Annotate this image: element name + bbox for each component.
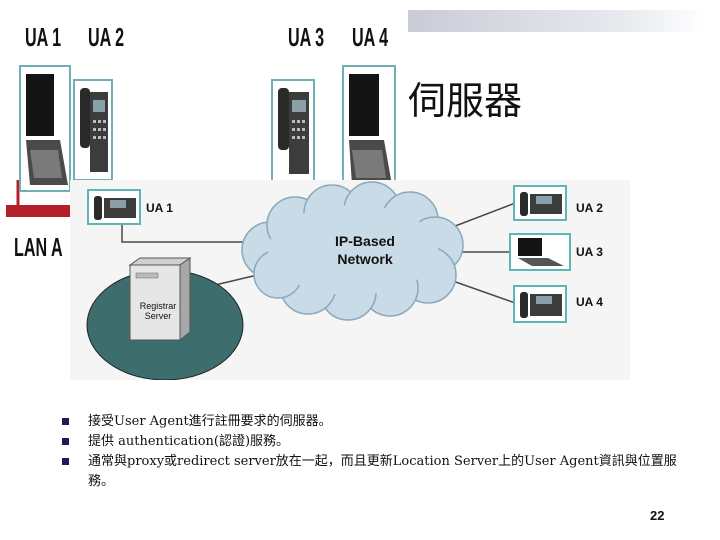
network-cloud — [241, 181, 464, 321]
ip-phone-icon — [513, 185, 567, 221]
lan-figure-graphic — [6, 65, 396, 217]
slide-title: 伺服器 — [408, 79, 523, 123]
server-label: Registrar Server — [139, 301, 177, 321]
ip-phone-icon — [271, 79, 315, 183]
device-label: UA 1 — [25, 22, 62, 52]
network-diagram-graphic — [70, 180, 630, 381]
endpoint-label: UA 2 — [576, 201, 603, 215]
bullet-list: 接受User Agent進行註冊要求的伺服器。 提供 authenticatio… — [62, 412, 682, 492]
ip-phone-icon — [513, 285, 567, 323]
page-number: 22 — [650, 508, 665, 523]
title-accent-bar — [408, 10, 708, 32]
ip-phone-icon — [87, 189, 141, 225]
laptop-icon — [19, 65, 71, 192]
server-icon — [128, 257, 192, 342]
bullet-item: 提供 authentication(認證)服務。 — [62, 432, 682, 452]
endpoint-label: UA 3 — [576, 245, 603, 259]
cloud-label: IP-Based Network — [335, 233, 395, 267]
network-diagram — [70, 180, 630, 381]
endpoint-label: UA 4 — [576, 295, 603, 309]
connection-lines — [121, 201, 519, 305]
bullet-marker-icon — [62, 438, 69, 445]
endpoint-label: UA 1 — [146, 201, 173, 215]
lan-label: LAN A — [14, 232, 63, 262]
laptop-icon — [509, 233, 571, 271]
laptop-icon — [342, 65, 396, 192]
device-label: UA 3 — [288, 22, 325, 52]
ip-phone-icon — [73, 79, 113, 181]
bullet-marker-icon — [62, 418, 69, 425]
bullet-marker-icon — [62, 458, 69, 465]
bullet-item: 通常與proxy或redirect server放在一起，而且更新Locatio… — [62, 452, 682, 492]
lan-figure — [0, 0, 410, 300]
lan-bus — [6, 205, 70, 217]
bullet-item: 接受User Agent進行註冊要求的伺服器。 — [62, 412, 682, 432]
device-label: UA 4 — [352, 22, 389, 52]
device-label: UA 2 — [88, 22, 125, 52]
